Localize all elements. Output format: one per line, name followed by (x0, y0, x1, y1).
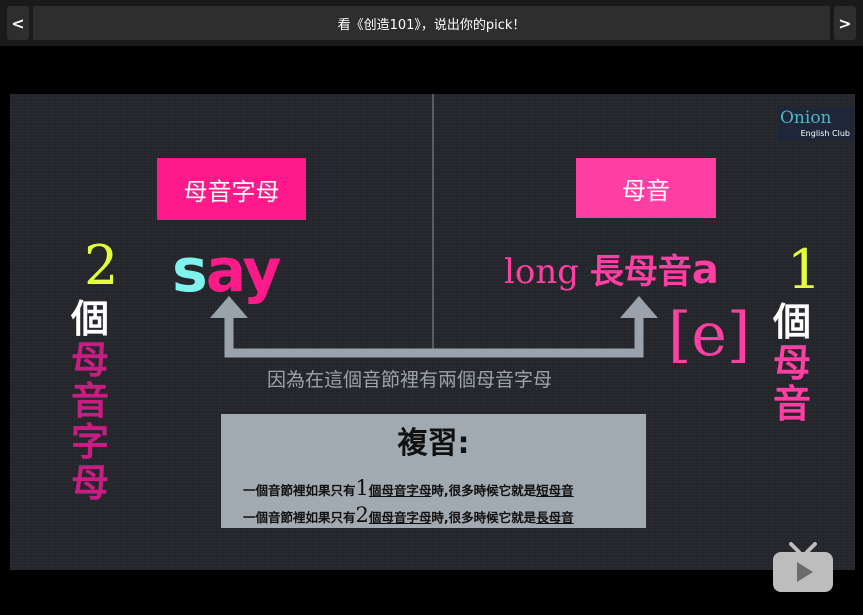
right-vertical-label: 個 母 音 (770, 302, 814, 425)
left-vchar-4: 母 (70, 461, 109, 505)
review-line-1-u1: 個母音字母 (368, 483, 432, 498)
review-line-2-u1: 個母音字母 (368, 510, 432, 525)
long-vowel-cn: 長母音 (589, 252, 692, 292)
left-vchar-3: 字 (70, 420, 109, 464)
review-line-2-mid: 時,很多時候它就是 (431, 510, 537, 525)
reason-text: 因為在這個音節裡有兩個母音字母 (267, 369, 553, 391)
left-vchar-0: 個 (70, 297, 109, 341)
logo-main-text: Onion (780, 108, 832, 128)
video-title: 看《创造101》，说出你的pick！ (33, 6, 830, 40)
left-vertical-label: 個 母 音 字 母 (68, 299, 112, 504)
review-box: 複習: 一個音節裡如果只有1個母音字母時,很多時候它就是短母音 一個音節裡如果只… (221, 414, 646, 528)
right-vchar-1: 母 (772, 341, 811, 385)
long-vowel-line: long 長母音a (504, 244, 719, 293)
prev-button[interactable]: < (7, 6, 29, 40)
top-bar: < 看《创造101》，说出你的pick！ > (0, 0, 863, 46)
video-slide[interactable]: Onion English Club 母音字母 母音 2 1 個 母 音 字 母… (10, 94, 855, 570)
review-line-2-num: 2 (355, 503, 369, 527)
left-number: 2 (84, 234, 119, 297)
right-vchar-0: 個 (772, 300, 811, 344)
review-title: 複習: (397, 426, 470, 461)
word-say: say (172, 236, 282, 306)
left-vchar-1: 母 (70, 338, 109, 382)
word-say-ay: ay (205, 236, 282, 306)
ipa-symbol: [e] (668, 300, 751, 370)
arrow-head-right (620, 296, 658, 318)
onion-logo: Onion English Club (777, 107, 853, 141)
review-line-1-mid: 時,很多時候它就是 (431, 483, 537, 498)
review-line-2-u2: 長母音 (536, 510, 574, 525)
center-divider (432, 94, 434, 356)
review-line-2: 一個音節裡如果只有2個母音字母時,很多時候它就是長母音 (243, 503, 574, 527)
right-number: 1 (787, 238, 822, 301)
review-line-1-pre: 一個音節裡如果只有 (243, 483, 356, 498)
word-say-s: s (172, 236, 208, 306)
right-vchar-2: 音 (772, 382, 811, 426)
review-line-1: 一個音節裡如果只有1個母音字母時,很多時候它就是短母音 (243, 476, 574, 500)
logo-sub-text: English Club (800, 129, 850, 138)
long-word: long (504, 252, 580, 292)
review-line-1-u2: 短母音 (536, 483, 574, 498)
connector-arrow (210, 296, 658, 358)
arrow-head-left (210, 296, 248, 318)
long-vowel-letter: a (691, 247, 719, 293)
review-line-2-pre: 一個音節裡如果只有 (243, 510, 356, 525)
next-button[interactable]: > (834, 6, 856, 40)
left-vchar-2: 音 (70, 379, 109, 423)
tv-play-icon[interactable] (771, 540, 835, 596)
review-line-1-num: 1 (355, 476, 369, 500)
vowel-box: 母音 (576, 158, 716, 218)
vowel-letter-box: 母音字母 (157, 158, 306, 220)
